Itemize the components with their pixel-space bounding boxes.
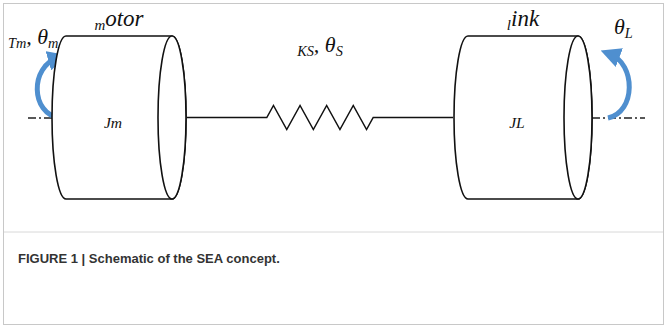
variable-label: θL — [614, 14, 633, 42]
inertia-cylinder: linkJL — [452, 6, 594, 202]
figure-caption: FIGURE 1 | Schematic of the SEA concept. — [18, 251, 280, 266]
spring-label: KS, θS — [297, 32, 343, 60]
inertia-symbol: JL — [509, 103, 525, 132]
cylinder-face — [564, 36, 592, 199]
inertia-symbol: Jm — [104, 103, 122, 132]
inertia-cylinder: motorJm — [50, 6, 188, 202]
cylinder-outline — [50, 6, 188, 202]
part-name: motor — [50, 6, 188, 34]
spring — [187, 106, 453, 130]
axis-line — [28, 117, 54, 118]
cylinder-face — [158, 36, 186, 199]
variable-label: Tm, θm — [8, 24, 58, 52]
axis-line — [592, 117, 645, 118]
caption-rule — [4, 232, 663, 233]
cylinder-body — [454, 36, 592, 199]
figure-frame — [4, 4, 664, 325]
part-name: link — [452, 6, 594, 34]
cylinder-outline — [452, 6, 594, 202]
rotation-arrow — [608, 54, 629, 118]
cylinder-body — [52, 36, 186, 199]
